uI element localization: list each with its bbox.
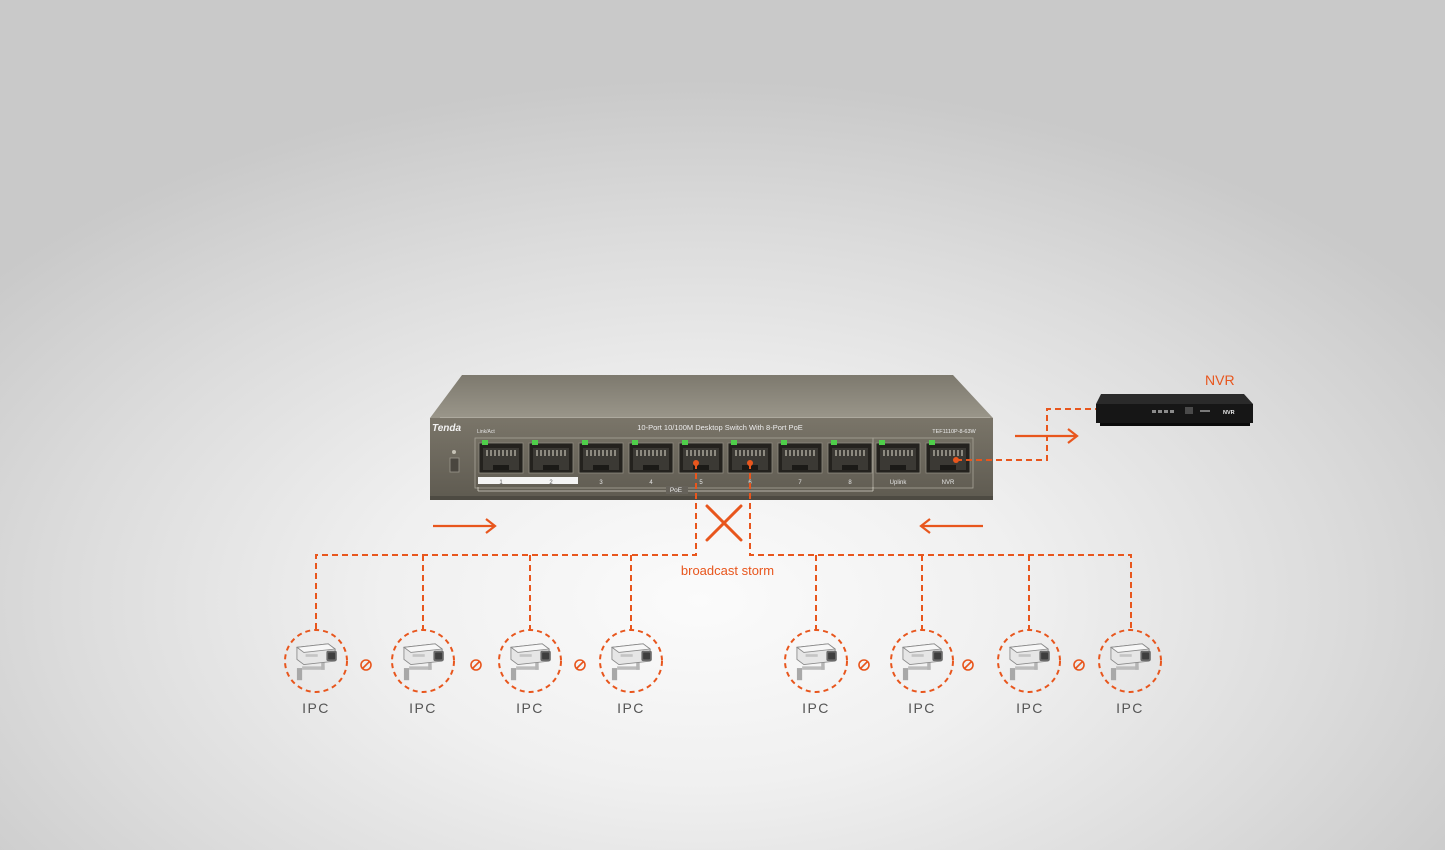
ethernet-port[interactable] xyxy=(628,442,674,474)
no-entry-icon xyxy=(360,659,372,671)
ipc-label: IPC xyxy=(802,700,830,716)
camera-node[interactable] xyxy=(1098,629,1162,693)
camera-node[interactable] xyxy=(784,629,848,693)
switch-title: 10-Port 10/100M Desktop Switch With 8-Po… xyxy=(637,423,803,432)
nvr-front-text: NVR xyxy=(1223,410,1235,416)
camera-icon xyxy=(1009,643,1051,681)
poe-label: PoE xyxy=(670,487,683,494)
port-led-icon xyxy=(831,440,837,445)
port-led-icon xyxy=(582,440,588,445)
camera-node[interactable] xyxy=(498,629,562,693)
port-led-icon xyxy=(731,440,737,445)
ethernet-port[interactable] xyxy=(578,442,624,474)
port-label: 4 xyxy=(649,480,653,486)
ethernet-port[interactable] xyxy=(727,442,773,474)
nvr-label: NVR xyxy=(1205,372,1235,388)
ethernet-port[interactable] xyxy=(875,442,921,474)
port-led-icon xyxy=(482,440,488,445)
port-label: 7 xyxy=(798,480,802,486)
no-entry-icon xyxy=(858,659,870,671)
ethernet-port[interactable] xyxy=(528,442,574,474)
no-entry-icon xyxy=(470,659,482,671)
ethernet-port[interactable] xyxy=(478,442,524,474)
ethernet-port[interactable] xyxy=(827,442,873,474)
camera-node[interactable] xyxy=(284,629,348,693)
port-label: 1 xyxy=(499,480,503,486)
ipc-label: IPC xyxy=(1016,700,1044,716)
camera-icon xyxy=(902,643,944,681)
nvr-top xyxy=(1096,394,1253,404)
no-entry-icon xyxy=(1073,659,1085,671)
ipc-label: IPC xyxy=(617,700,645,716)
ipc-label: IPC xyxy=(1116,700,1144,716)
port-label: 5 xyxy=(699,480,703,486)
ipc-label: IPC xyxy=(302,700,330,716)
ipc-label: IPC xyxy=(409,700,437,716)
port-label: Uplink xyxy=(890,480,908,486)
no-entry-icon xyxy=(574,659,586,671)
arrow-right-group-icon xyxy=(919,518,983,534)
link-act-label: Link/Act xyxy=(477,429,495,435)
port-led-icon xyxy=(781,440,787,445)
port-label-strip xyxy=(478,477,578,484)
arrow-to-nvr-icon xyxy=(1015,428,1079,444)
camera-icon xyxy=(403,643,445,681)
port-led-icon xyxy=(929,440,935,445)
camera-icon xyxy=(296,643,338,681)
port-label: 8 xyxy=(848,480,852,486)
camera-node[interactable] xyxy=(391,629,455,693)
ethernet-port[interactable] xyxy=(777,442,823,474)
broadcast-storm-label: broadcast storm xyxy=(680,563,775,578)
arrow-left-group-icon xyxy=(433,518,497,534)
port-led-icon xyxy=(632,440,638,445)
ethernet-port[interactable] xyxy=(925,442,971,474)
port6-link-line xyxy=(749,463,1132,630)
camera-icon xyxy=(1110,643,1152,681)
port-led-icon xyxy=(682,440,688,445)
reset-button[interactable] xyxy=(449,457,460,473)
ipc-label: IPC xyxy=(908,700,936,716)
camera-icon xyxy=(510,643,552,681)
camera-node[interactable] xyxy=(997,629,1061,693)
camera-node[interactable] xyxy=(890,629,954,693)
ipc-label: IPC xyxy=(516,700,544,716)
port5-link-line xyxy=(315,463,697,630)
camera-node[interactable] xyxy=(599,629,663,693)
camera-icon xyxy=(611,643,653,681)
port-led-icon xyxy=(879,440,885,445)
port-label: NVR xyxy=(942,480,955,486)
switch-model: TEF1110P-8-63W xyxy=(932,429,976,435)
port-led-icon xyxy=(532,440,538,445)
camera-icon xyxy=(796,643,838,681)
nvr-link-line xyxy=(956,408,1096,461)
switch-brand: Tenda xyxy=(432,423,462,434)
ethernet-port[interactable] xyxy=(678,442,724,474)
power-led-icon xyxy=(452,450,456,454)
port-label: 2 xyxy=(549,480,553,486)
nvr-body xyxy=(1096,404,1253,423)
port-label: 3 xyxy=(599,480,603,486)
switch-top xyxy=(430,375,993,418)
cross-icon xyxy=(705,504,743,542)
no-entry-icon xyxy=(962,659,974,671)
